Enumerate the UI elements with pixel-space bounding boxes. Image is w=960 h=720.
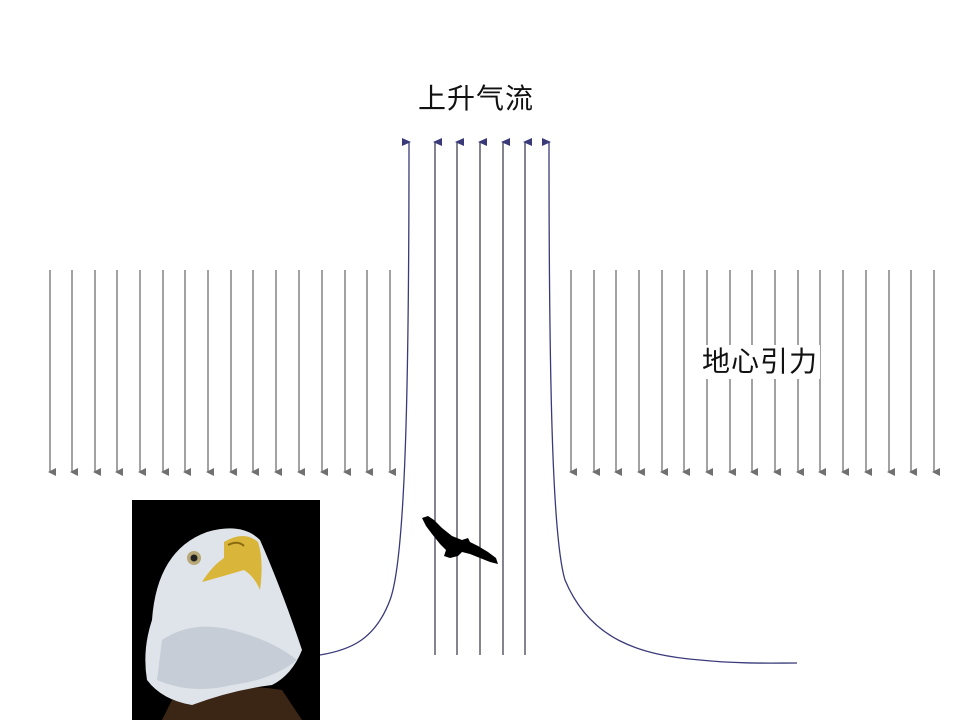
gravity-label: 地心引力	[700, 345, 821, 379]
updraft-arrows-group	[319, 137, 798, 664]
bald-eagle-photo	[132, 500, 320, 720]
soaring-eagle-silhouette-icon	[420, 512, 498, 564]
updraft-label: 上升气流	[416, 82, 537, 116]
updraft-right-boundary-curve	[541, 138, 798, 664]
updraft-left-boundary-curve	[319, 137, 411, 656]
